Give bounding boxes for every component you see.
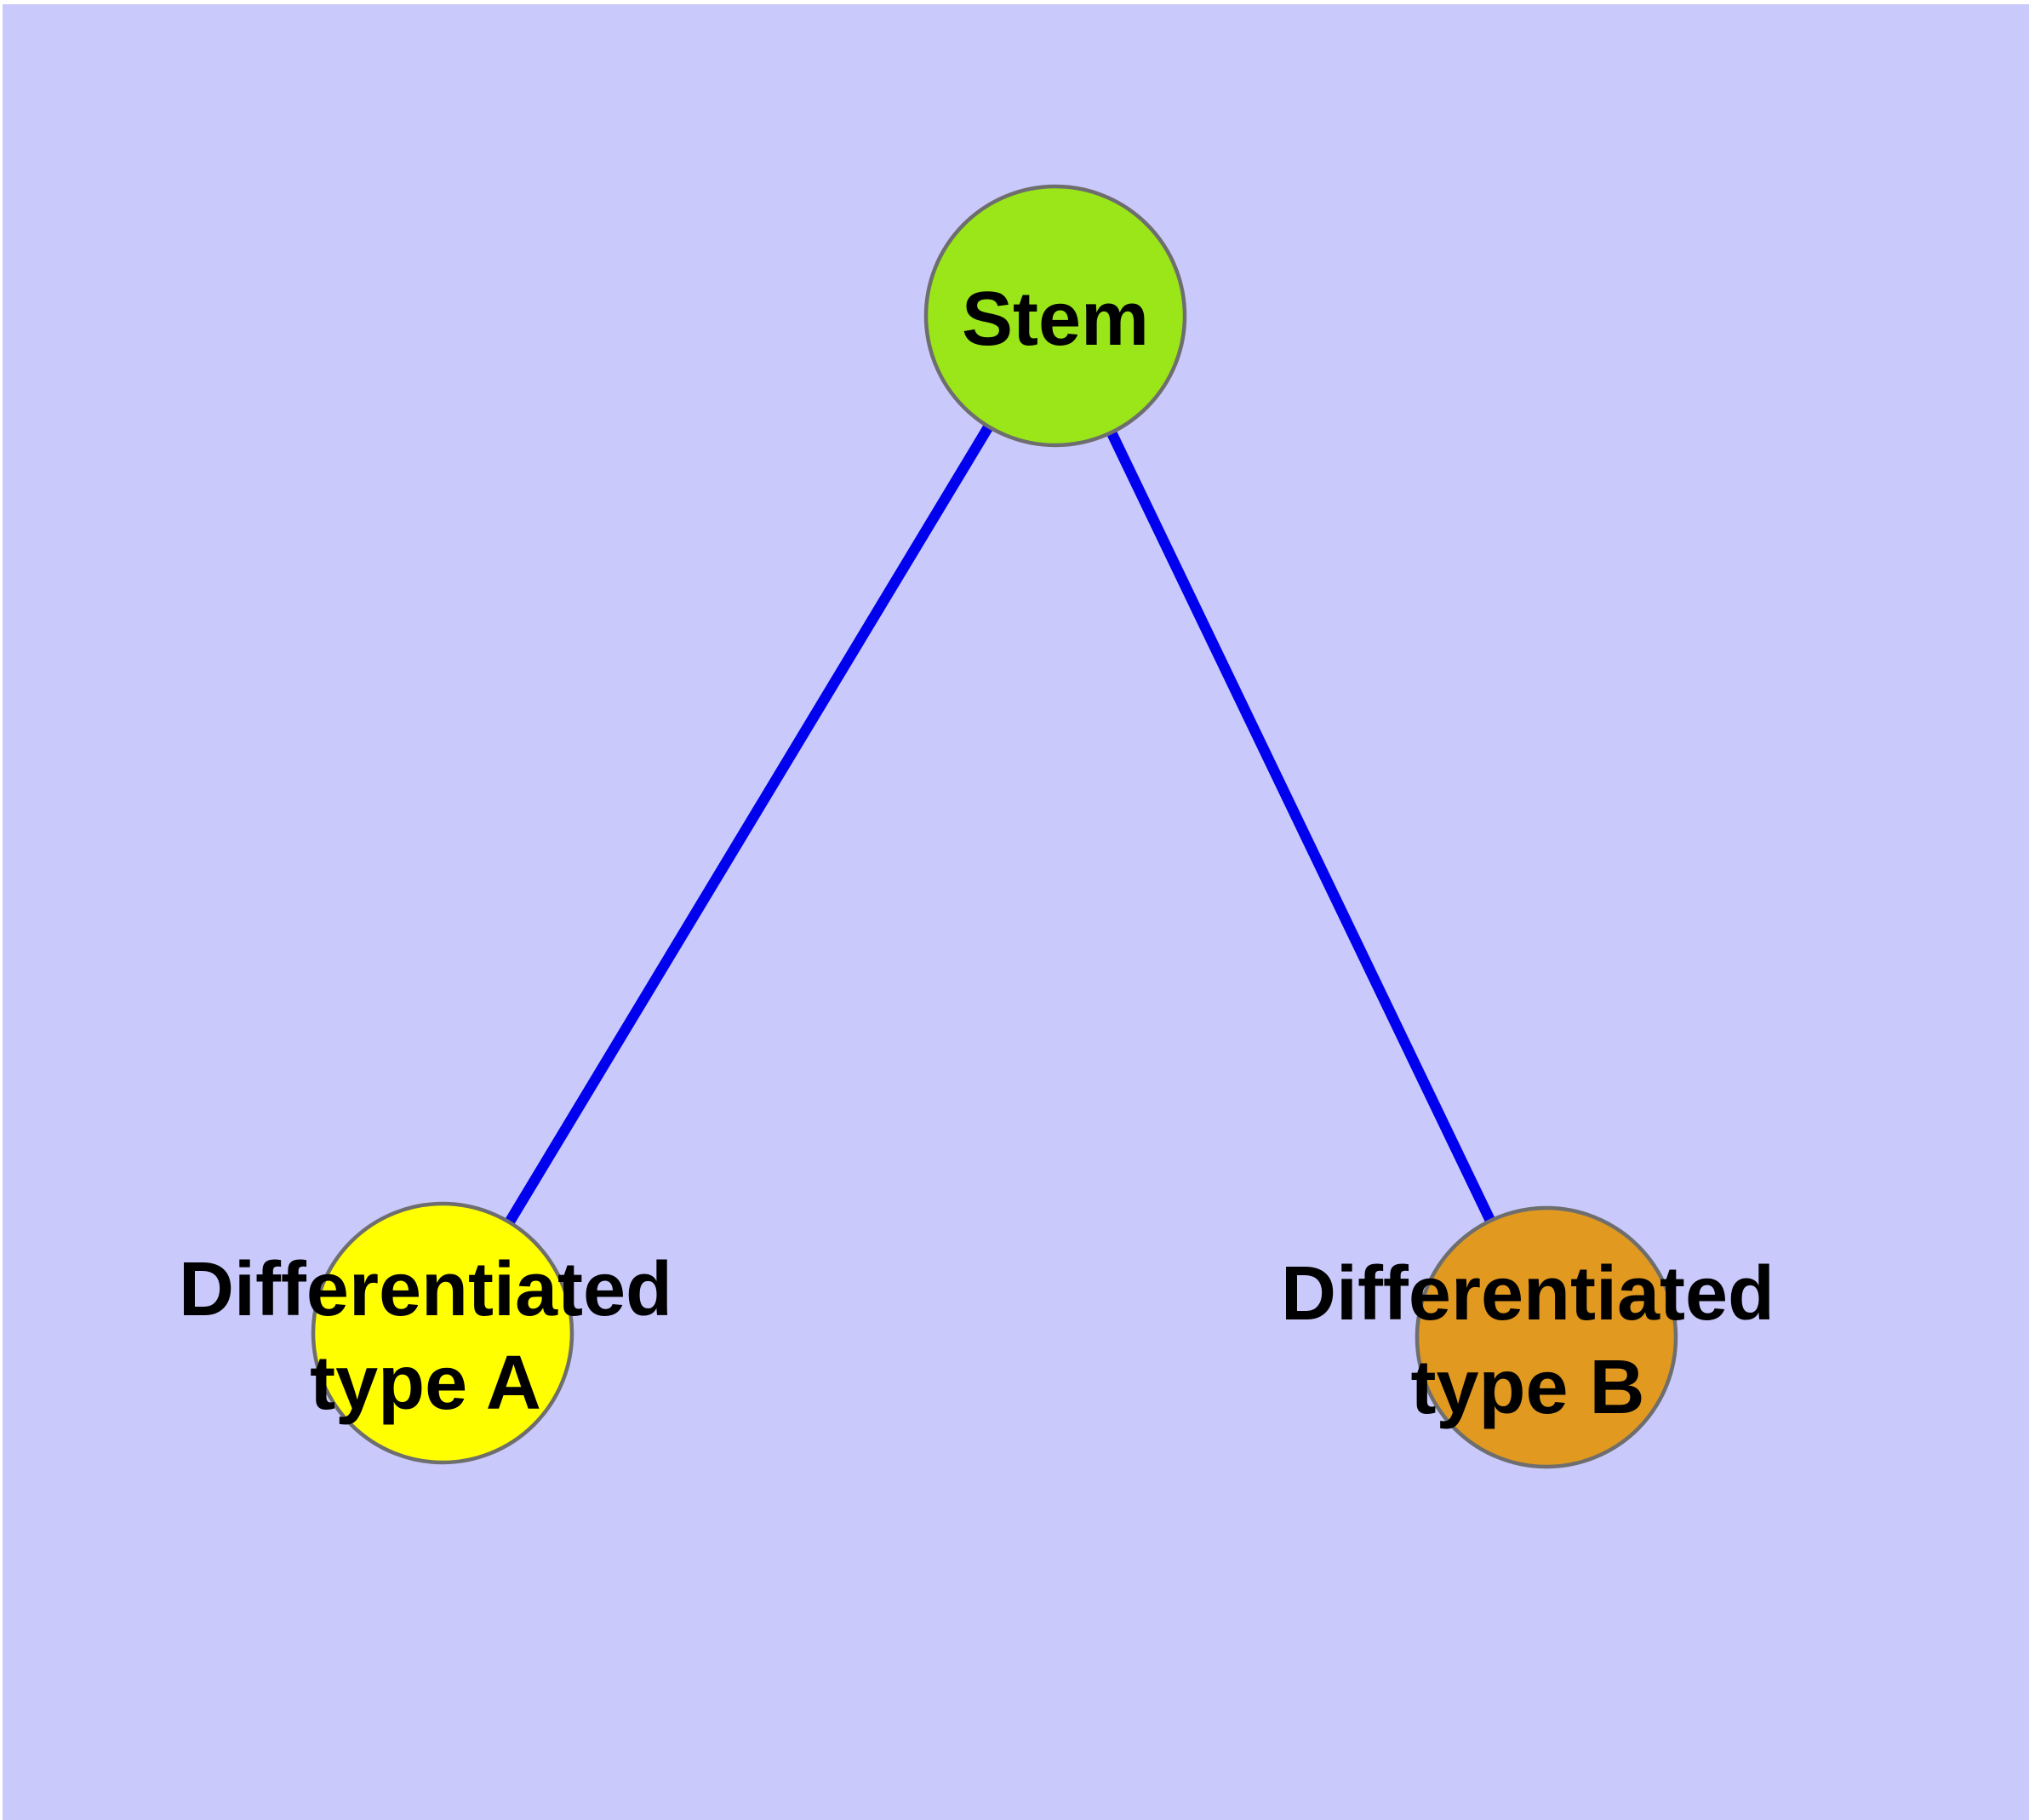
node-differentiated-type-b <box>1415 1205 1678 1469</box>
node-type-a-label-line2: type A <box>310 1341 541 1426</box>
edge-stem-to-type-a <box>437 312 1060 1336</box>
node-type-b-label-line1: Differentiated <box>1281 1251 1775 1336</box>
edge-stem-to-type-b <box>1050 313 1552 1340</box>
node-stem <box>923 184 1187 448</box>
node-differentiated-type-a <box>311 1201 574 1465</box>
node-stem-label: Stem <box>962 277 1149 362</box>
node-type-b-label-line2: type B <box>1410 1345 1644 1430</box>
node-type-a-label-line1: Differentiated <box>179 1247 672 1332</box>
